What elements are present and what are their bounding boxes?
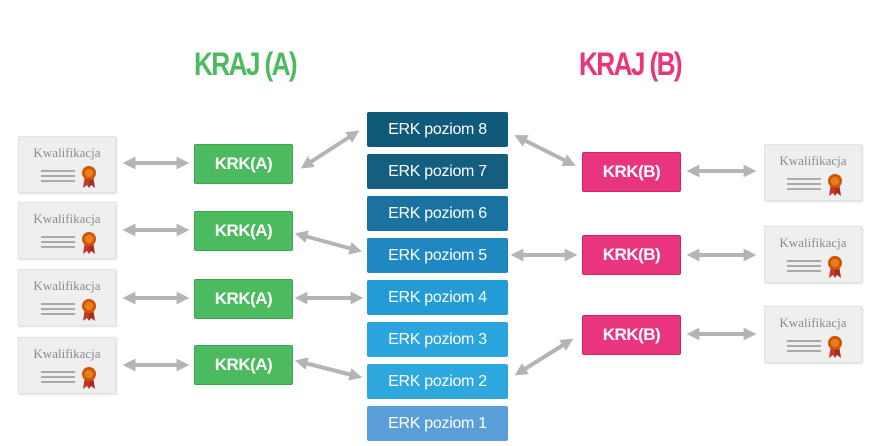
text-lines-icon [41, 170, 75, 182]
erk-level-5: ERK poziom 5 [367, 238, 508, 273]
krk-a-box-3: KRK(A) [194, 279, 293, 319]
qualification-card-a-2: Kwalifikacja [18, 202, 116, 259]
arrow-krk-a2-erk5 [294, 230, 363, 255]
erk-level-7: ERK poziom 7 [367, 154, 508, 189]
award-ribbon-icon [82, 232, 96, 254]
arrow-krk-a4-erk2 [294, 357, 363, 381]
qualification-label: Kwalifikacja [33, 278, 101, 293]
award-ribbon-icon [82, 166, 96, 188]
qualification-card-a-4: Kwalifikacja [18, 337, 116, 394]
erk-level-1: ERK poziom 1 [367, 406, 508, 441]
qualification-card-b-3: Kwalifikacja [764, 306, 862, 363]
qualification-label: Kwalifikacja [33, 145, 101, 160]
krk-a-box-1: KRK(A) [194, 144, 293, 184]
qualification-label: Kwalifikacja [779, 315, 847, 330]
erk-level-8: ERK poziom 8 [367, 112, 508, 147]
arrow-krk-a1-erk8 [300, 130, 360, 169]
text-lines-icon [41, 236, 75, 248]
krk-b-box-1: KRK(B) [582, 152, 681, 192]
award-ribbon-icon [82, 367, 96, 389]
erk-level-6: ERK poziom 6 [367, 196, 508, 231]
erk-level-3: ERK poziom 3 [367, 322, 508, 357]
erk-level-4: ERK poziom 4 [367, 280, 508, 315]
qualification-card-b-1: Kwalifikacja [764, 144, 862, 201]
arrow-erk2-krk-b3 [514, 338, 574, 376]
text-lines-icon [41, 303, 75, 315]
country-b-heading: KRAJ (B) [578, 46, 683, 82]
award-ribbon-icon [828, 336, 842, 358]
award-ribbon-icon [82, 299, 96, 321]
krk-b-box-3: KRK(B) [582, 315, 681, 355]
country-a-heading: KRAJ (A) [193, 46, 298, 82]
qualification-label: Kwalifikacja [33, 211, 101, 226]
text-lines-icon [41, 371, 75, 383]
krk-b-box-2: KRK(B) [582, 235, 681, 275]
qualification-label: Kwalifikacja [779, 153, 847, 168]
krk-a-box-2: KRK(A) [194, 211, 293, 251]
award-ribbon-icon [828, 256, 842, 278]
qualification-card-a-1: Kwalifikacja [18, 136, 116, 193]
text-lines-icon [787, 260, 821, 272]
text-lines-icon [787, 178, 821, 190]
krk-a-box-4: KRK(A) [194, 345, 293, 385]
qualification-label: Kwalifikacja [779, 235, 847, 250]
qualification-card-a-3: Kwalifikacja [18, 269, 116, 326]
qualification-card-b-2: Kwalifikacja [764, 226, 862, 283]
erk-level-2: ERK poziom 2 [367, 364, 508, 399]
text-lines-icon [787, 340, 821, 352]
award-ribbon-icon [828, 174, 842, 196]
arrow-erk8-krk-b1 [514, 135, 576, 166]
qualification-label: Kwalifikacja [33, 346, 101, 361]
